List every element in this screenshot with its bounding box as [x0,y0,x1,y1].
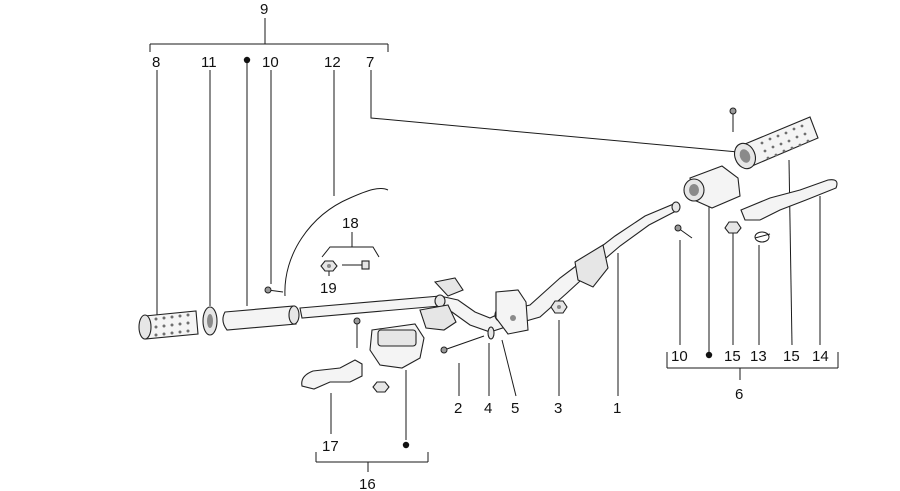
callout-15-left: 15 [724,348,741,365]
callout-4: 4 [484,400,492,417]
handlebar-tube [299,201,681,333]
nut-and-bolt-18 [320,260,370,272]
callout-8: 8 [152,54,160,71]
throttle-screw [264,286,284,294]
callout-16: 16 [359,476,376,491]
brake-master-cylinder [353,317,425,393]
callout-6: 6 [735,386,743,403]
throttle-cable [284,187,389,297]
reference-dot-master-cylinder [402,441,410,449]
callout-15-right: 15 [783,348,800,365]
right-lever-clamp [683,165,741,209]
callout-18: 18 [342,215,359,232]
throttle-grip-tube [222,305,300,331]
callout-13: 13 [750,348,767,365]
callout-9: 9 [260,1,268,18]
callout-11: 11 [201,54,217,71]
center-bracket [495,289,529,335]
lever-nut [724,221,742,234]
callout-12: 12 [324,54,341,71]
reference-dot-grip [243,56,251,64]
long-bolt [440,335,485,354]
reference-dot-clamp [705,351,713,359]
callout-1: 1 [613,400,621,417]
bracket-group-9 [149,18,389,52]
left-brake-lever [301,359,363,390]
callout-3: 3 [554,400,562,417]
leader-lines [156,60,821,440]
bracket-group-16 [315,452,429,472]
callout-10-bottom: 10 [671,348,688,365]
callout-2: 2 [454,400,462,417]
bracket-group-18 [321,232,380,258]
lever-spring [754,231,771,243]
callout-14: 14 [812,348,829,365]
callout-7: 7 [366,54,374,71]
right-brake-lever [740,179,838,221]
callout-17: 17 [322,438,339,455]
clamp-screw [674,224,693,239]
bracket-group-6 [666,352,839,380]
bolt-washer [487,326,495,340]
callout-19: 19 [320,280,337,297]
left-grip [138,310,199,340]
right-grip [729,107,819,170]
callout-5: 5 [511,400,519,417]
callout-10-top: 10 [262,54,279,71]
